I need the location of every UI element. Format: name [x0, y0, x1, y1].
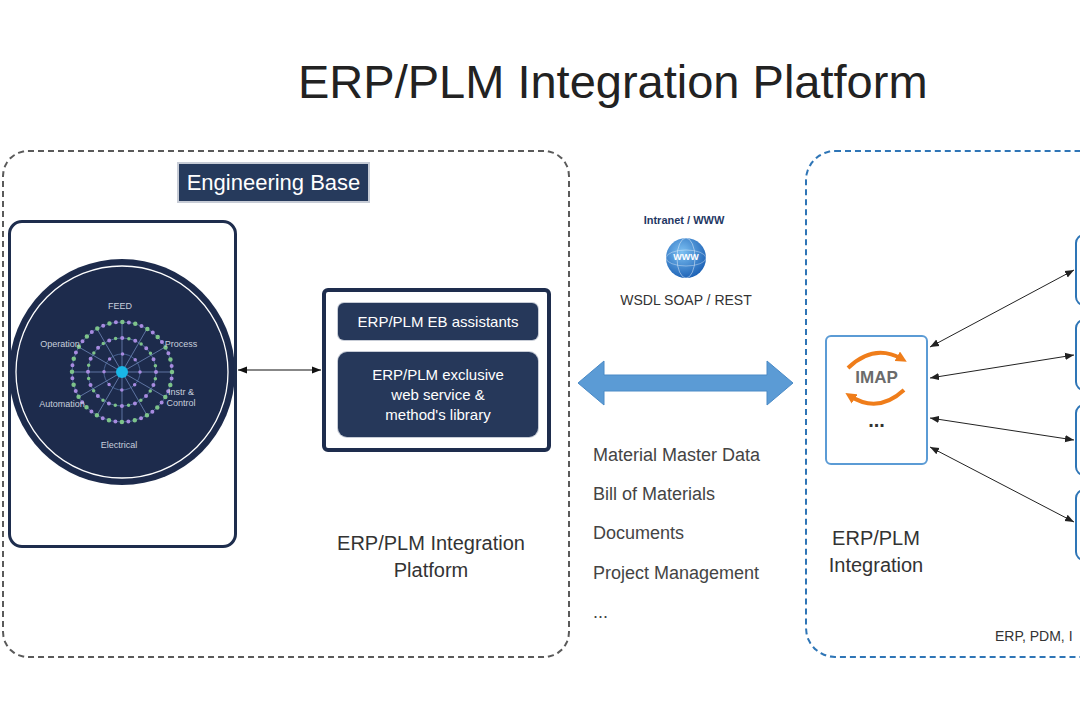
module-label: Automation — [37, 399, 87, 410]
system-box — [1076, 320, 1080, 390]
network-label: Intranet / WWW — [614, 214, 754, 226]
box-text: ERP/PLM exclusive web service & method's… — [366, 365, 510, 425]
system-frame: ERP, PDM, IIMAP...ERP/PLM Integration — [805, 150, 1080, 658]
library-box: ERP/PLM exclusive web service & method's… — [338, 352, 538, 437]
module-label: Operation — [35, 339, 85, 350]
module-label: Electrical — [94, 440, 144, 451]
imap-box: IMAP...ERP/PLM Integration — [825, 335, 928, 465]
module-label: Process — [156, 339, 206, 350]
wheel-orbit — [104, 354, 140, 390]
system-arrow — [930, 270, 1074, 347]
interface-arrow — [578, 361, 793, 405]
box-text: ERP/PLM EB assistants — [358, 313, 519, 330]
wheel-orbit — [72, 322, 172, 422]
data-item: Documents — [593, 523, 684, 544]
globe-parallel — [666, 250, 706, 266]
logo-arc — [848, 353, 902, 368]
section-heading: Engineering Base — [177, 162, 370, 203]
protocol-label: WSDL SOAP / REST — [596, 292, 776, 308]
module-label: Instr & Control — [161, 387, 201, 409]
wheel-dots — [72, 322, 172, 422]
wheel-disc — [9, 259, 235, 485]
data-item: Material Master Data — [593, 445, 760, 466]
box-caption: ERP/PLM Integration Platform — [316, 530, 546, 584]
wheel-ring — [16, 266, 228, 478]
wheel-spokes — [70, 320, 174, 424]
wheel-orbit — [88, 338, 156, 406]
system-arrow — [930, 447, 1074, 522]
module-label: FEED — [95, 301, 145, 312]
frame-heading: ERP, PDM, I — [995, 628, 1073, 644]
system-arrow — [930, 355, 1074, 378]
system-box — [1076, 490, 1080, 560]
system-box — [1076, 235, 1080, 305]
wheel-center — [116, 366, 128, 378]
wheel-dots — [88, 338, 156, 406]
data-item: Project Management — [593, 563, 759, 584]
globe-text: WWW — [666, 252, 706, 263]
wheel-dots — [104, 354, 140, 390]
ellipsis-text: ... — [827, 408, 926, 432]
globe-icon — [666, 238, 706, 278]
system-arrow — [930, 418, 1074, 440]
group-frame: Engineering BaseFEED ProcessInstr & Contr… — [2, 150, 570, 658]
logo-text: IMAP — [827, 368, 926, 388]
diagram-title: ERP/PLM Integration Platform — [298, 54, 928, 110]
system-box — [1076, 405, 1080, 475]
data-item: Bill of Materials — [593, 484, 715, 505]
logo-arc — [850, 390, 904, 404]
platform-box: ERP/PLM Integration PlatformERP/PLM EB a… — [322, 288, 551, 452]
wheel-dots — [72, 322, 172, 422]
box-caption: ERP/PLM Integration — [816, 525, 936, 579]
link-arrow — [238, 369, 321, 370]
data-item: ... — [593, 602, 608, 623]
module-wheel-box: FEED ProcessInstr & ControlElectrical Auto… — [8, 220, 237, 548]
assistant-box: ERP/PLM EB assistants — [338, 303, 538, 340]
wheel-dots — [88, 338, 156, 406]
